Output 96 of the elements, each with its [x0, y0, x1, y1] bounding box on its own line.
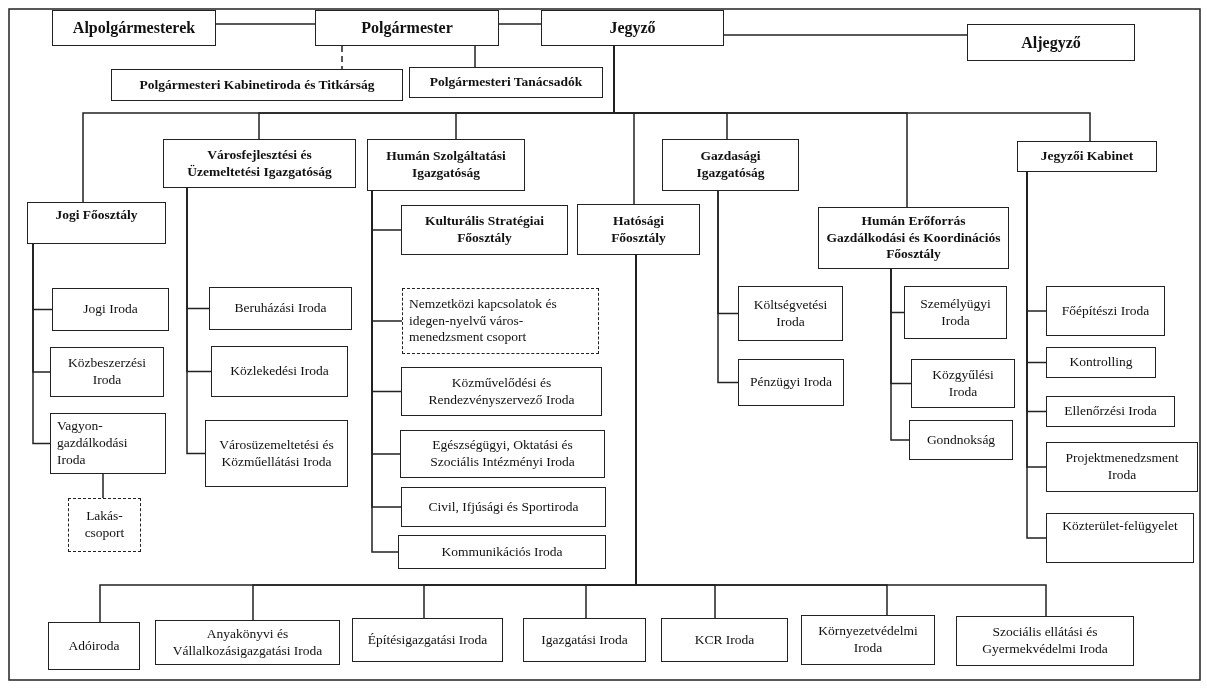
unit-name: Humán Erőforrás Gazdálkodási és Koordinációs Főosztály	[825, 212, 1002, 264]
org-unit-box	[738, 286, 843, 341]
org-unit-box	[1046, 347, 1156, 378]
org-unit-box	[577, 204, 700, 255]
connector-line	[717, 190, 739, 384]
org-unit-box	[155, 620, 340, 665]
org-unit-box	[541, 10, 724, 46]
org-unit-box	[1017, 141, 1157, 172]
connector-line	[102, 473, 104, 499]
unit-name: Közbeszerzési Iroda	[67, 355, 147, 389]
unit-name: Pénzügyi Iroda	[749, 374, 833, 391]
unit-name: Személyügyi Iroda	[919, 295, 992, 330]
org-unit-box	[52, 288, 169, 331]
org-unit-box	[401, 367, 602, 416]
org-unit-box	[1046, 396, 1175, 427]
connector-line	[474, 45, 476, 68]
org-unit-box	[367, 139, 525, 191]
unit-name: Közlekedési Iroda	[230, 363, 329, 380]
unit-name: Polgármesteri Kabinetiroda és Titkárság	[139, 76, 375, 94]
unit-name: Projektmenedzsment Iroda	[1064, 450, 1180, 484]
unit-name: Főépítészi Iroda	[1061, 302, 1150, 320]
unit-name: Jegyző	[609, 18, 656, 38]
org-unit-box	[661, 618, 788, 662]
org-unit-box	[111, 69, 403, 101]
unit-name: Kontrolling	[1069, 354, 1133, 371]
unit-name: Városfejlesztési és Üzemeltetési Igazgatóság	[186, 146, 333, 181]
unit-name: Hatósági Főosztály	[610, 212, 667, 247]
connector-line	[341, 45, 343, 70]
unit-name: Vagyon-gazdálkodási Iroda	[57, 418, 129, 469]
org-unit-box	[50, 413, 166, 474]
org-unit-box	[400, 430, 605, 478]
unit-name: Polgármester	[361, 18, 453, 38]
org-unit-box	[904, 286, 1007, 339]
unit-name: Alpolgármesterek	[72, 18, 196, 38]
org-unit-box	[909, 420, 1013, 460]
org-unit-box	[818, 207, 1009, 269]
unit-name: Ellenőrzési Iroda	[1064, 403, 1157, 420]
unit-name: Jogi Iroda	[83, 301, 138, 318]
unit-name: Egészségügyi, Oktatási és Szociális Intézményi Iroda	[429, 437, 576, 471]
unit-name: Aljegyző	[1021, 32, 1081, 53]
unit-name: Beruházási Iroda	[234, 300, 327, 317]
org-unit-box	[401, 205, 568, 255]
connector-line	[890, 268, 910, 441]
org-unit-box	[1046, 286, 1165, 336]
unit-name: Nemzetközi kapcsolatok és idegen-nyelvű város-menedzsment csoport	[409, 295, 558, 347]
unit-name: Közterület-felügyelet	[1062, 518, 1178, 535]
org-unit-box	[401, 487, 606, 527]
unit-name: Közgyűlési Iroda	[931, 366, 995, 401]
dashed-group-box	[68, 498, 141, 552]
unit-name: Gazdasági Igazgatóság	[695, 148, 766, 182]
unit-name: Építésigazgatási Iroda	[367, 631, 488, 649]
unit-name: Lakás-csoport	[83, 508, 126, 542]
unit-name: Városüzemeltetési és Közműellátási Iroda	[218, 436, 335, 471]
dashed-group-box	[402, 288, 599, 354]
unit-name: Anyakönyvi és Vállalkozásigazgatási Iroda	[171, 625, 324, 660]
unit-name: Jogi Főosztály	[55, 207, 138, 224]
org-unit-box	[205, 420, 348, 487]
org-unit-box	[315, 10, 499, 46]
connector-line	[498, 23, 542, 25]
org-unit-box	[409, 67, 603, 98]
org-unit-box	[163, 139, 356, 188]
unit-name: Szociális ellátási és Gyermekvédelmi Iroda	[981, 624, 1109, 658]
unit-name: Környezetvédelmi Iroda	[817, 623, 919, 657]
unit-name: Polgármesteri Tanácsadók	[429, 74, 583, 91]
org-unit-box	[398, 535, 606, 569]
unit-name: Adóiroda	[68, 637, 120, 655]
org-unit-box	[911, 359, 1015, 408]
unit-name: KCR Iroda	[694, 631, 755, 649]
connector-line	[215, 23, 316, 25]
unit-name: Igazgatási Iroda	[541, 631, 628, 649]
connector-line	[186, 187, 206, 455]
connector-line	[723, 34, 968, 36]
unit-name: Kommunikációs Iroda	[441, 543, 563, 561]
unit-name: Közművelődési és Rendezvényszervező Iroda	[427, 374, 576, 409]
unit-name: Gondnokság	[926, 431, 996, 449]
org-unit-box	[523, 618, 646, 662]
org-unit-box	[50, 347, 164, 397]
unit-name: Költségvetési Iroda	[752, 296, 829, 331]
org-unit-box	[52, 10, 216, 46]
org-unit-box	[801, 615, 935, 665]
org-unit-box	[662, 139, 799, 191]
org-unit-box	[27, 202, 166, 244]
unit-name: Civil, Ifjúsági és Sportiroda	[428, 498, 579, 516]
unit-name: Jegyzői Kabinet	[1040, 148, 1134, 165]
org-unit-box	[209, 287, 352, 330]
org-unit-box	[48, 622, 140, 670]
unit-name: Kulturális Stratégiai Főosztály	[424, 213, 545, 247]
org-unit-box	[738, 359, 844, 406]
org-unit-box	[1046, 442, 1198, 492]
org-unit-box	[352, 618, 503, 662]
org-unit-box	[967, 24, 1135, 61]
org-unit-box	[211, 346, 348, 397]
org-unit-box	[956, 616, 1134, 666]
org-unit-box	[1046, 513, 1194, 563]
unit-name: Humán Szolgáltatási Igazgatóság	[385, 148, 507, 182]
connector-line	[32, 243, 51, 445]
